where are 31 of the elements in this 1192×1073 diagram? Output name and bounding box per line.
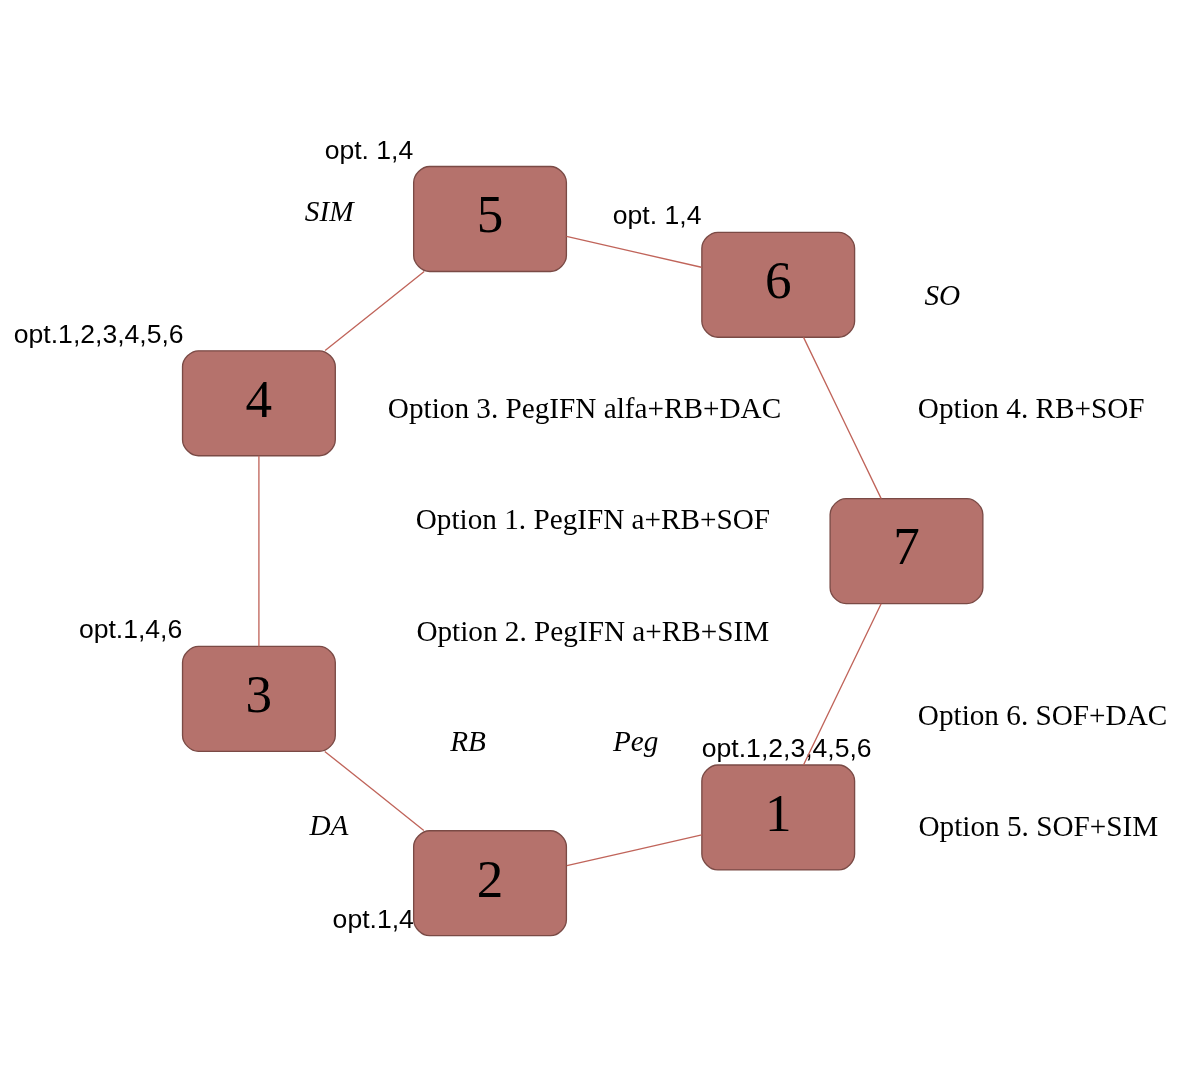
node-box: 3 xyxy=(181,645,336,753)
node-label: opt.1,2,3,4,5,6 xyxy=(13,318,184,349)
node-box: 5 xyxy=(413,165,568,273)
node-label: opt.1,4,6 xyxy=(78,614,183,645)
label: RB xyxy=(450,725,486,758)
node-box: 1 xyxy=(701,764,856,871)
connector xyxy=(258,455,260,648)
connector xyxy=(324,270,425,352)
label: Option 6. SOF+DAC xyxy=(917,698,1168,731)
label: Option 3. PegIFN alfa+RB+DAC xyxy=(387,391,782,424)
connector xyxy=(566,834,703,867)
node-box: 4 xyxy=(181,350,336,457)
label: DA xyxy=(309,808,349,841)
node-label: opt. 1,4 xyxy=(324,134,414,165)
node-box: 7 xyxy=(829,497,984,605)
connector xyxy=(565,235,703,268)
label: SIM xyxy=(304,195,354,228)
node-label: opt. 1,4 xyxy=(612,200,702,231)
node-label: opt.1,4 xyxy=(332,903,414,934)
label: Peg xyxy=(612,725,659,758)
label: SO xyxy=(924,278,961,311)
label: Option 5. SOF+SIM xyxy=(918,810,1159,843)
label: Option 1. PegIFN a+RB+SOF xyxy=(415,503,771,536)
node-label: opt.1,2,3,4,5,6 xyxy=(701,733,872,764)
connector xyxy=(802,336,882,500)
node-box: 2 xyxy=(413,830,568,937)
label: Option 2. PegIFN a+RB+SIM xyxy=(416,614,770,647)
label: Option 4. RB+SOF xyxy=(917,391,1145,424)
node-box: 6 xyxy=(701,231,856,338)
connector xyxy=(324,750,425,832)
connector xyxy=(802,603,882,766)
